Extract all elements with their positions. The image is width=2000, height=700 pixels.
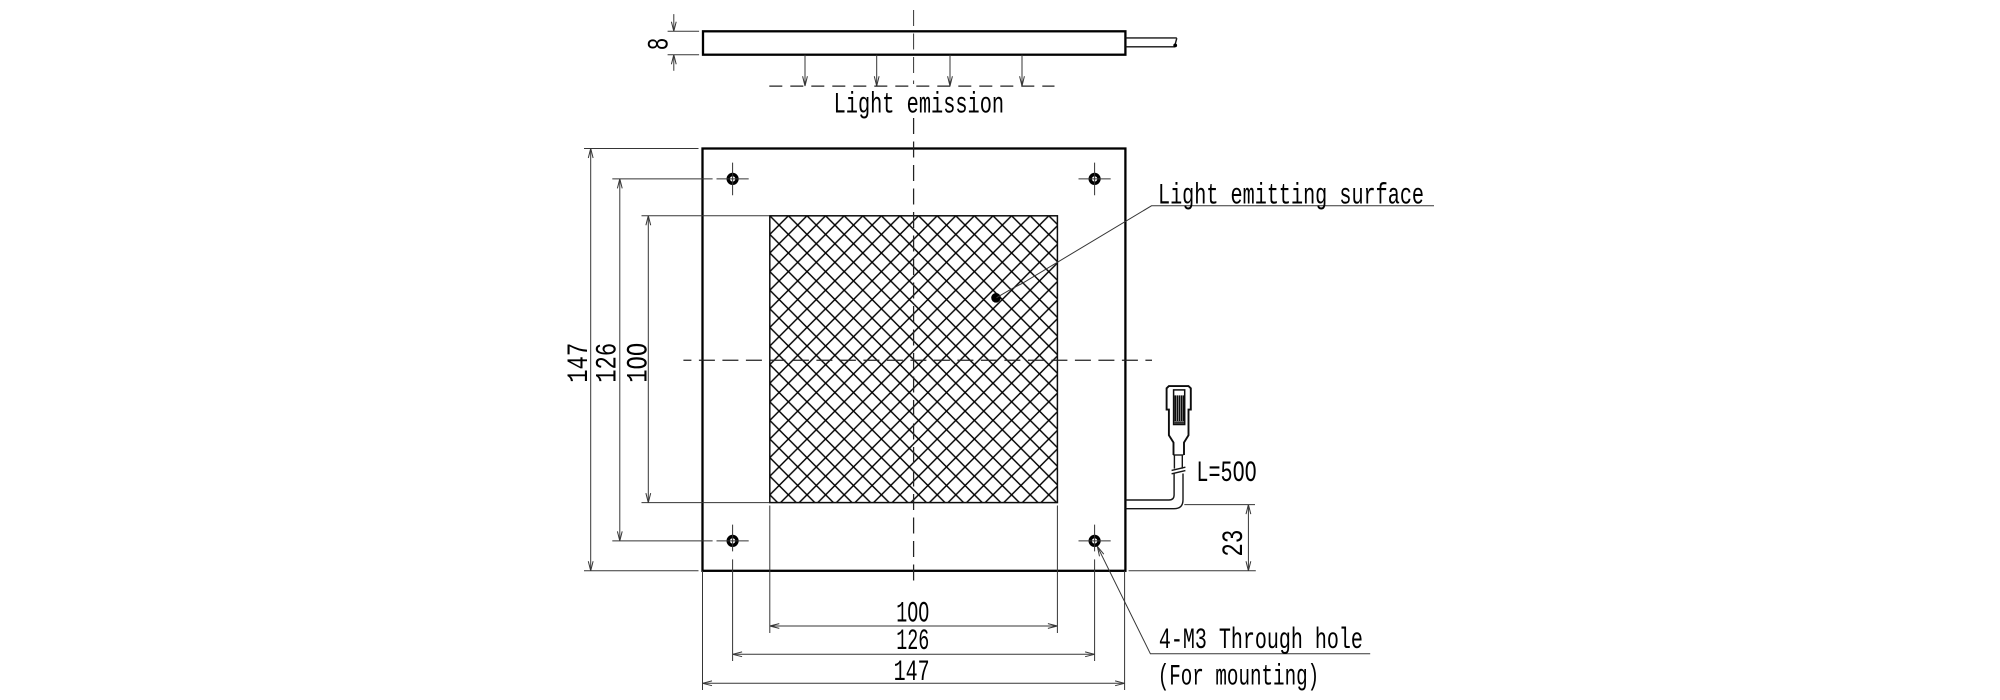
svg-text:147: 147 (894, 655, 930, 689)
svg-text:1OO: 1OO (622, 343, 656, 383)
svg-text:Light emitting surface: Light emitting surface (1158, 178, 1424, 212)
svg-text:L=5OO: L=5OO (1196, 456, 1256, 490)
svg-text:8: 8 (642, 38, 676, 51)
svg-text:126: 126 (591, 343, 625, 383)
svg-text:4-M3 Through hole: 4-M3 Through hole (1159, 623, 1363, 657)
svg-text:147: 147 (562, 343, 596, 383)
svg-text:Light emission: Light emission (834, 88, 1005, 122)
svg-text:(For mounting): (For mounting) (1158, 659, 1320, 693)
svg-text:1OO: 1OO (896, 596, 929, 630)
svg-text:126: 126 (896, 624, 929, 658)
svg-text:23: 23 (1217, 530, 1251, 557)
